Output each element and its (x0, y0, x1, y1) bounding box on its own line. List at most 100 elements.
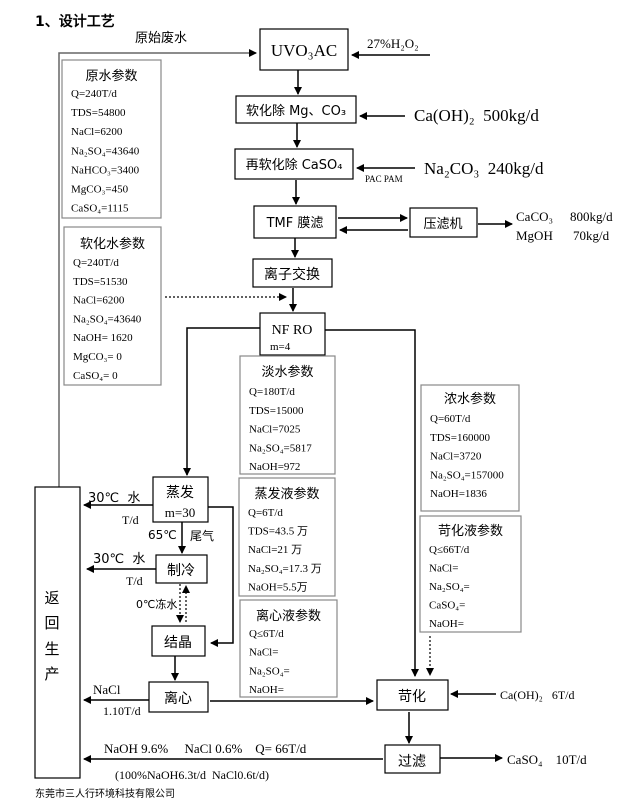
process-causticize: 苛化 (376, 679, 449, 711)
parameter-boxes: 原水参数Q=240T/dTDS=54800NaCl=6200Na₂SO₄=436… (61, 59, 522, 698)
process-soften1: 软化除 Mg、CO₃ (235, 95, 357, 124)
chilled-water-label: 0℃冻水 (136, 597, 177, 611)
param-line: Q=6T/d (248, 507, 283, 519)
caco3-amount: 800kg/d (570, 209, 613, 224)
connectors (58, 49, 513, 763)
cool-water-label: 30℃ 水 (93, 552, 145, 567)
param-box-title: 淡水参数 (261, 364, 313, 380)
process-label: 离心 (164, 690, 192, 707)
param-line: TDS=43.5 万 (248, 526, 308, 538)
process-tmf: TMF 膜滤 (253, 205, 337, 239)
process-nfro: NF RO m=4 (259, 312, 326, 356)
param-line: Q=180T/d (249, 386, 295, 398)
caco3-label: CaCO₃ (516, 209, 553, 224)
param-line: Q≤6T/d (249, 628, 284, 640)
process-cooling: 制冷 (155, 554, 208, 584)
param-line: NaCl=3720 (430, 451, 482, 463)
param-line: MgCO₃= 0 (73, 351, 122, 363)
flow-labels: 27%H₂O₂ Ca(OH)₂ 500kg/d PAC PAM Na₂CO₃ 2… (35, 36, 613, 800)
process-return-production: 返 回 生 产 (34, 486, 81, 779)
param-line: Q≤66T/d (429, 544, 470, 556)
param-box-title: 蒸发液参数 (254, 486, 319, 502)
param-line: NaOH= (429, 618, 464, 630)
param-line: Na₂SO₄= (249, 665, 290, 677)
process-label: 蒸发 (166, 485, 194, 501)
cool-water-unit: T/d (126, 574, 143, 588)
return-stream-label: NaOH 9.6% NaCl 0.6% Q= 66T/d (104, 741, 307, 756)
param-line: NaCl=21 万 (248, 544, 302, 556)
temp-65-label: 65℃ (148, 528, 177, 542)
process-uvo3ac: UVO₃AC (259, 28, 349, 71)
param-line: NaCl=7025 (249, 424, 301, 436)
h2o2-label: 27%H₂O₂ (367, 36, 419, 51)
param-box-softened: 软化水参数 Q=240T/dTDS=51530NaCl=6200Na₂SO₄=43… (63, 226, 162, 386)
param-line: TDS=15000 (249, 405, 304, 417)
param-line: NaOH=972 (249, 461, 300, 473)
return-char: 生 (44, 640, 59, 658)
param-line: Na₂SO₄=43640 (71, 145, 140, 157)
company-footer: 东莞市三人行环境科技有限公司 (35, 787, 175, 800)
return-char: 返 (44, 589, 59, 607)
process-label: 制冷 (167, 563, 195, 579)
raw-water-label: 原始废水 (135, 30, 187, 46)
param-line: Na₂SO₄=43640 (73, 313, 142, 325)
nacl-label: NaCl (93, 682, 121, 697)
param-line: Na₂SO₄=5817 (249, 442, 312, 454)
page-title: 1、设计工艺 (35, 13, 115, 30)
param-line: NaOH=5.5万 (248, 581, 308, 593)
param-line: Q=60T/d (430, 413, 471, 425)
process-label: 苛化 (398, 688, 426, 705)
param-line: Na₂SO₄=17.3 万 (248, 563, 322, 575)
param-box-title: 离心液参数 (256, 608, 321, 624)
process-label: 再软化除 CaSO₄ (246, 158, 343, 173)
param-line: NaOH= 1620 (73, 332, 133, 344)
process-filter-press: 压滤机 (409, 207, 478, 238)
process-label: 软化除 Mg、CO₃ (246, 104, 346, 119)
param-line: NaCl= (249, 647, 278, 659)
nacl-amount: 1.10T/d (103, 704, 141, 718)
process-label: 结晶 (164, 635, 192, 651)
param-line: MgCO₃=450 (71, 184, 129, 196)
process-evaporate: 蒸发 m=30 (152, 476, 209, 523)
caso4-output-label: CaSO₄ 10T/d (507, 752, 587, 767)
param-line: NaOH= (249, 684, 284, 696)
return-char: 产 (44, 665, 59, 683)
process-filtration: 过滤 (384, 744, 441, 774)
param-line: NaCl=6200 (73, 295, 125, 307)
process-label: UVO₃AC (271, 41, 337, 60)
process-soften2: 再软化除 CaSO₄ (234, 148, 354, 180)
return-stream-detail: (100%NaOH6.3t/d NaCl0.6t/d) (115, 768, 269, 782)
evap-water-unit: T/d (122, 513, 139, 527)
param-line: TDS=54800 (71, 107, 126, 119)
param-line: Na₂SO₄=157000 (430, 469, 504, 481)
process-label: NF RO (272, 323, 313, 338)
param-line: TDS=160000 (430, 432, 490, 444)
process-label: 离子交换 (264, 266, 320, 283)
param-line: NaCl=6200 (71, 126, 123, 138)
param-line: TDS=51530 (73, 276, 128, 288)
param-box-concentrate: 浓水参数Q=60T/dTDS=160000NaCl=3720Na₂SO₄=157… (420, 384, 520, 512)
process-label: TMF 膜滤 (266, 216, 324, 231)
tail-gas-label: 尾气 (190, 528, 214, 543)
param-line: Q=240T/d (73, 257, 119, 269)
param-box-title: 软化水参数 (80, 236, 145, 252)
param-line: CaSO₄= 0 (73, 370, 118, 382)
process-crystallize: 结晶 (151, 625, 206, 657)
caoh2-dose-label: Ca(OH)₂ 500kg/d (414, 106, 539, 125)
param-line: NaOH=1836 (430, 488, 487, 500)
return-char: 回 (44, 614, 59, 632)
process-sub: m=4 (270, 341, 291, 353)
process-label: 压滤机 (423, 217, 462, 232)
mgoh-label: MgOH (516, 228, 553, 243)
param-line: NaCl= (429, 563, 458, 575)
process-sub: m=30 (165, 505, 195, 520)
pac-pam-label: PAC PAM (365, 174, 403, 184)
param-line: Q=240T/d (71, 88, 117, 100)
param-line: CaSO₄=1115 (71, 203, 129, 215)
param-line: Na₂SO₄= (429, 581, 470, 593)
caoh2-6t-label: Ca(OH)₂ 6T/d (500, 688, 575, 702)
